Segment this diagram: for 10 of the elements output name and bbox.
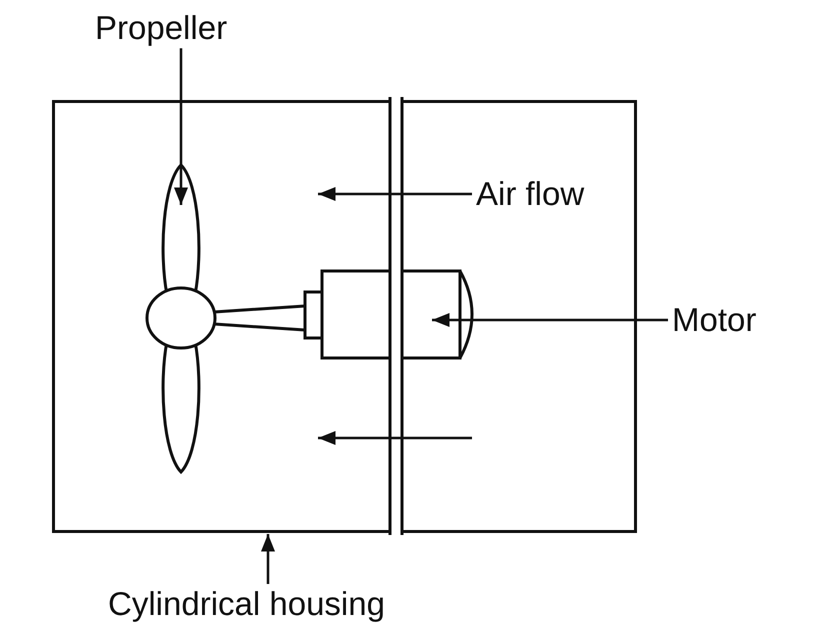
part-label: Motor [672,302,756,338]
leader-line [432,313,668,327]
leader-line [174,48,188,205]
part-label: Propeller [95,10,228,46]
propeller-drawing [145,163,218,474]
leader-line [318,187,472,201]
part-label: Air flow [476,176,584,212]
leader-line [261,534,275,584]
part-label: Cylindrical housing [108,586,385,622]
housing-outline [52,100,637,533]
